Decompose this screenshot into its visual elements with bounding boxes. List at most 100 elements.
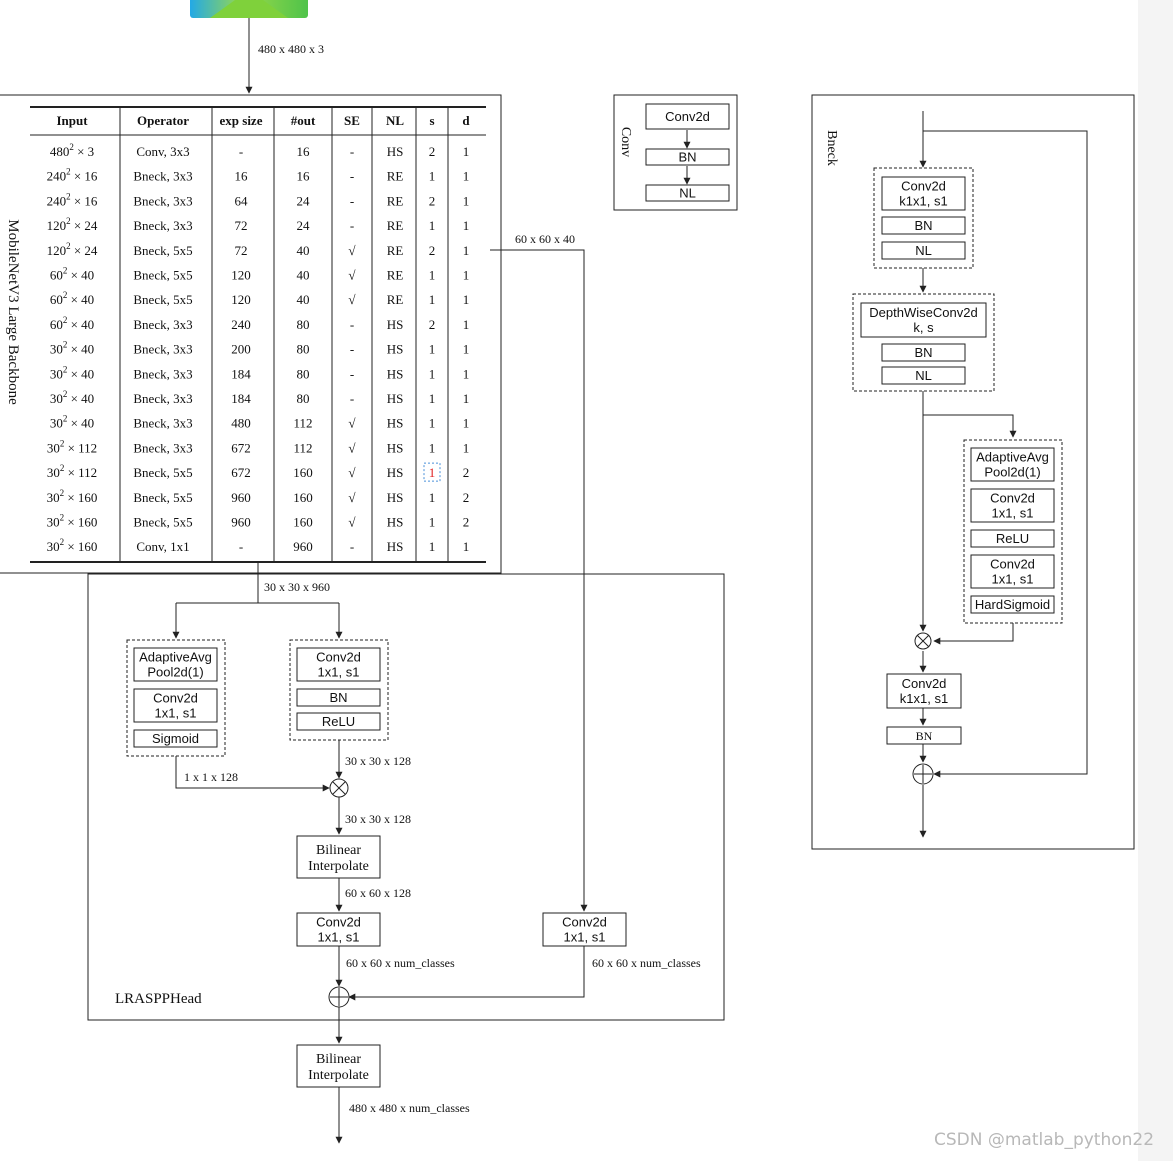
backbone-title: MobileNetV3 Large Backbone bbox=[5, 219, 21, 405]
cell-dilation: 2 bbox=[463, 490, 470, 505]
cell-nl: HS bbox=[387, 416, 404, 431]
head-sigmoid-block-label: Sigmoid bbox=[152, 731, 199, 746]
cell-se: - bbox=[350, 539, 354, 554]
cell-nl: HS bbox=[387, 317, 404, 332]
depthwise-nl-block: NL bbox=[881, 366, 966, 385]
add-icon bbox=[912, 763, 934, 785]
cell-se: √ bbox=[348, 416, 356, 431]
cell-nl: HS bbox=[387, 440, 404, 455]
cell-stride: 1 bbox=[429, 342, 436, 357]
cell-exp-size: 72 bbox=[235, 243, 248, 258]
se-relu-block-label: ReLU bbox=[996, 531, 1029, 546]
cell-exp-size: 120 bbox=[231, 268, 251, 283]
cell-operator: Bneck, 3x3 bbox=[133, 416, 192, 431]
cell-out: 24 bbox=[297, 218, 311, 233]
cell-operator: Bneck, 3x3 bbox=[133, 342, 192, 357]
table-header: s bbox=[429, 113, 434, 128]
se-hardsigmoid-block: HardSigmoid bbox=[970, 595, 1055, 614]
cell-se: - bbox=[350, 144, 354, 159]
cell-operator: Bneck, 3x3 bbox=[133, 391, 192, 406]
cell-nl: HS bbox=[387, 515, 404, 530]
cell-out: 112 bbox=[293, 440, 312, 455]
se-hardsigmoid-block-label: HardSigmoid bbox=[975, 597, 1050, 612]
cell-dilation: 1 bbox=[463, 169, 470, 184]
cell-exp-size: 960 bbox=[231, 515, 251, 530]
cell-operator: Bneck, 5x5 bbox=[133, 490, 192, 505]
cell-out: 80 bbox=[297, 391, 310, 406]
cell-dilation: 1 bbox=[463, 342, 470, 357]
multiply-icon bbox=[914, 632, 932, 650]
se-relu-block: ReLU bbox=[970, 529, 1055, 548]
cell-out: 80 bbox=[297, 366, 310, 381]
cell-se: - bbox=[350, 366, 354, 381]
depthwise-nl-block-label: NL bbox=[915, 368, 932, 383]
cell-dilation: 2 bbox=[463, 515, 470, 530]
head-conv-output-shape-label: 60 x 60 x num_classes bbox=[346, 956, 455, 970]
cell-exp-size: 480 bbox=[231, 416, 251, 431]
head-sigmoid-block: Sigmoid bbox=[133, 729, 218, 748]
cell-stride: 1 bbox=[429, 539, 436, 554]
cell-input: 302 × 112 bbox=[47, 463, 97, 480]
cell-nl: HS bbox=[387, 391, 404, 406]
head-relu-block: ReLU bbox=[296, 712, 381, 731]
legend-nl-block: NL bbox=[645, 184, 730, 202]
cell-operator: Bneck, 3x3 bbox=[133, 193, 192, 208]
cell-stride: 2 bbox=[429, 243, 436, 258]
cell-dilation: 1 bbox=[463, 218, 470, 233]
cell-out: 160 bbox=[293, 515, 313, 530]
cell-operator: Bneck, 3x3 bbox=[133, 218, 192, 233]
legend-conv2d-block-label: Conv2d bbox=[665, 109, 710, 124]
cell-stride: 1 bbox=[429, 366, 436, 381]
cell-operator: Bneck, 5x5 bbox=[133, 465, 192, 480]
head-relu-block-label: ReLU bbox=[322, 714, 355, 729]
cell-se: - bbox=[350, 218, 354, 233]
cell-out: 960 bbox=[293, 539, 313, 554]
bneck-title: Bneck bbox=[824, 130, 839, 166]
input-shape-label: 480 x 480 x 3 bbox=[258, 42, 324, 56]
conv-branch-shape-label: 30 x 30 x 128 bbox=[345, 754, 411, 768]
cell-input: 302 × 40 bbox=[50, 364, 94, 381]
cell-stride: 1 bbox=[429, 391, 436, 406]
cell-stride: 2 bbox=[429, 144, 436, 159]
cell-stride: 1 bbox=[429, 292, 436, 307]
cell-input: 302 × 40 bbox=[50, 340, 94, 357]
cell-input: 2402 × 16 bbox=[47, 167, 98, 184]
cell-dilation: 1 bbox=[463, 193, 470, 208]
cell-operator: Bneck, 3x3 bbox=[133, 366, 192, 381]
watermark: CSDN @matlab_python22 bbox=[934, 1130, 1155, 1150]
cell-exp-size: 64 bbox=[235, 193, 249, 208]
page-scrollbar[interactable] bbox=[1138, 0, 1173, 1161]
cell-operator: Bneck, 3x3 bbox=[133, 317, 192, 332]
legend-nl-block-label: NL bbox=[679, 186, 696, 201]
cell-se: √ bbox=[348, 292, 356, 307]
cell-stride: 1 bbox=[429, 465, 436, 480]
expand-bn-block-label: BN bbox=[914, 218, 932, 233]
cell-se: - bbox=[350, 342, 354, 357]
cell-exp-size: 184 bbox=[231, 391, 251, 406]
cell-dilation: 1 bbox=[463, 243, 470, 258]
cell-out: 16 bbox=[297, 169, 311, 184]
head-input-shape-label: 30 x 30 x 960 bbox=[264, 580, 330, 594]
cell-operator: Bneck, 5x5 bbox=[133, 243, 192, 258]
cell-stride: 1 bbox=[429, 490, 436, 505]
